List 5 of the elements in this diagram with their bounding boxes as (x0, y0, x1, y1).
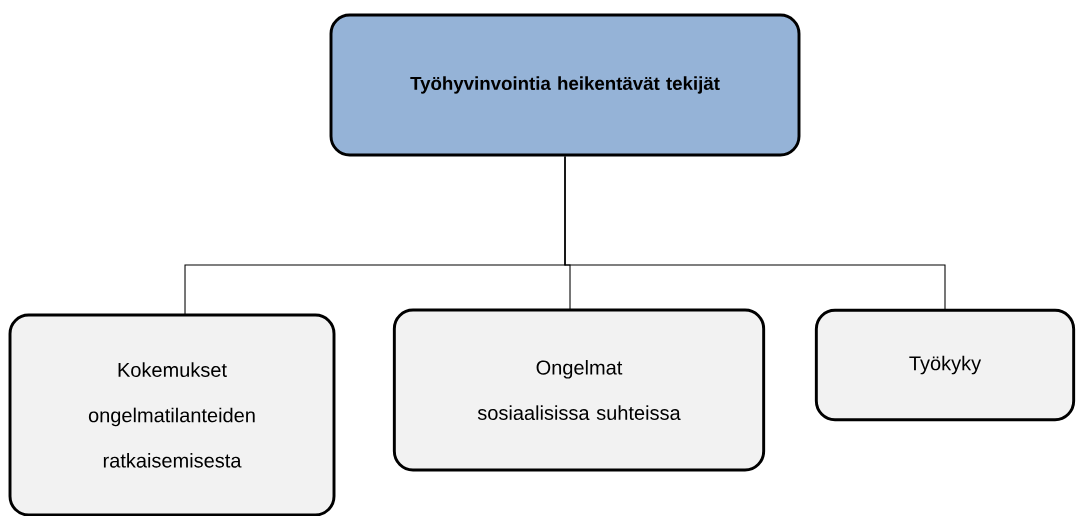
factor-box: Ongelmat sosiaalisissa suhteissa (392, 308, 766, 472)
factor-box: Kokemukset ongelmatilanteiden ratkaisemisesta (8, 313, 336, 516)
title-box: Työhyvinvointia heikentävät tekijät (329, 13, 801, 157)
connector-line (564, 155, 946, 311)
factor-box: Työkyky (814, 308, 1076, 422)
